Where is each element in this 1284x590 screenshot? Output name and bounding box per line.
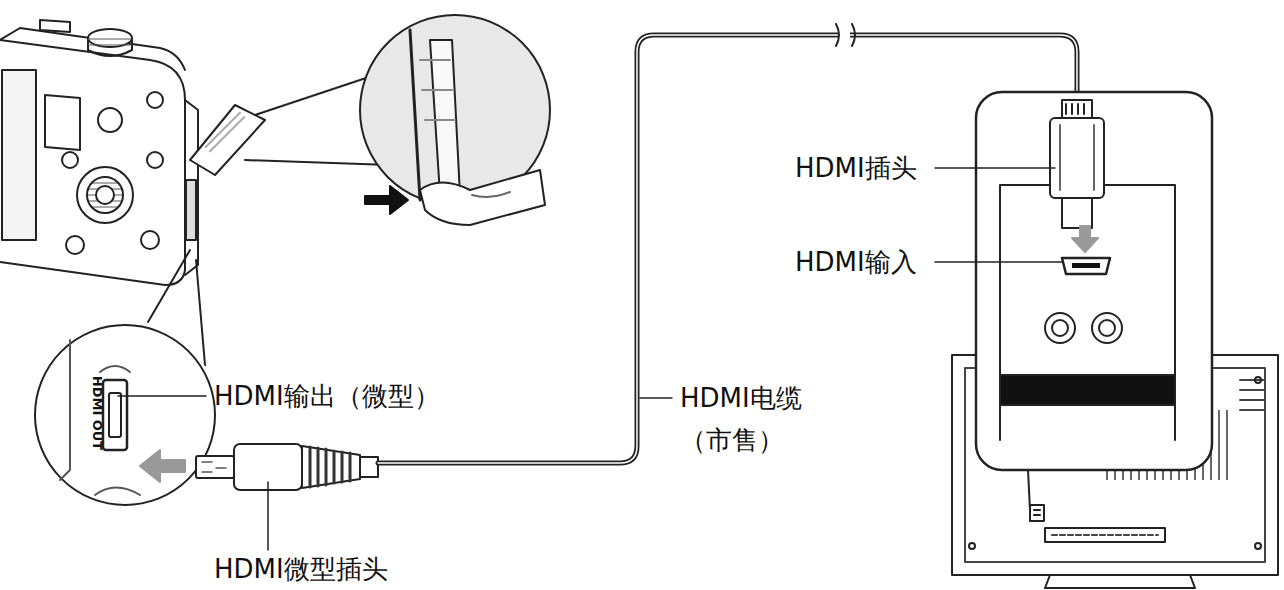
part-label: HDMI输入 <box>795 245 917 279</box>
part-label: HDMI插头 <box>795 151 917 185</box>
part-label: HDMI微型插头 <box>214 552 388 586</box>
port-marking: HDMI OUT <box>90 376 104 450</box>
part-label: HDMI电缆 （市售） <box>680 377 820 461</box>
part-label: HDMI输出（微型） <box>214 379 440 413</box>
